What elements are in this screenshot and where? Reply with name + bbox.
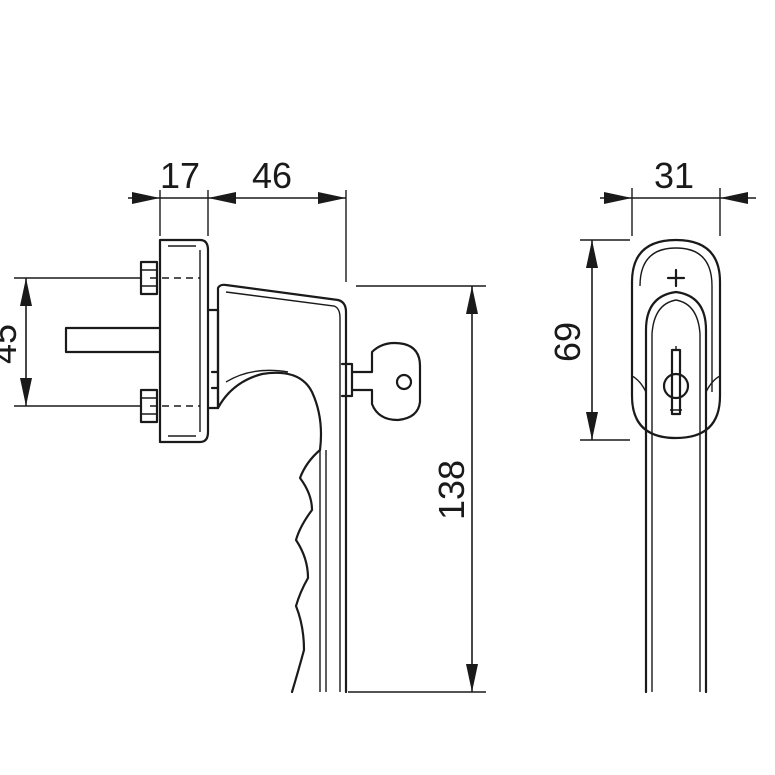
front-handle-shoulders — [631, 375, 721, 393]
dim-31-label: 31 — [654, 155, 694, 196]
rose-plate-inner — [168, 245, 201, 437]
front-handle-inner — [651, 299, 701, 692]
dim-46-label: 46 — [252, 155, 292, 196]
dim-69-label: 69 — [547, 322, 588, 362]
key-icon — [340, 341, 422, 422]
dim-138-label: 138 — [431, 460, 472, 520]
handle-edge — [225, 291, 341, 692]
screw-axis-dashed — [150, 277, 200, 407]
front-rose-inner — [639, 247, 713, 392]
arrow-17-right — [132, 192, 160, 204]
front-view: 31 69 — [547, 155, 756, 694]
dim-17-label: 17 — [160, 155, 200, 196]
arrow-69-bottom — [586, 412, 598, 440]
arrow-45-top — [20, 278, 32, 306]
spindle — [64, 326, 162, 354]
arrow-31-right — [720, 192, 748, 204]
arrow-46-right — [318, 192, 346, 204]
handle-body — [216, 283, 348, 694]
plus-icon — [666, 268, 686, 288]
arrow-45-bottom — [20, 378, 32, 406]
side-view: 17 46 45 138 — [0, 155, 486, 694]
lock-cylinder-icon — [662, 346, 690, 416]
dim-45-label: 45 — [0, 324, 24, 364]
front-rose — [630, 238, 722, 440]
arrow-138-bottom — [466, 664, 478, 692]
handle-neck — [206, 308, 220, 410]
front-handle — [644, 290, 708, 694]
arrow-69-top — [586, 240, 598, 268]
arrow-31-left — [604, 192, 632, 204]
arrow-46-left — [208, 192, 236, 204]
arrow-138-top — [466, 286, 478, 314]
rose-plate — [158, 238, 210, 444]
